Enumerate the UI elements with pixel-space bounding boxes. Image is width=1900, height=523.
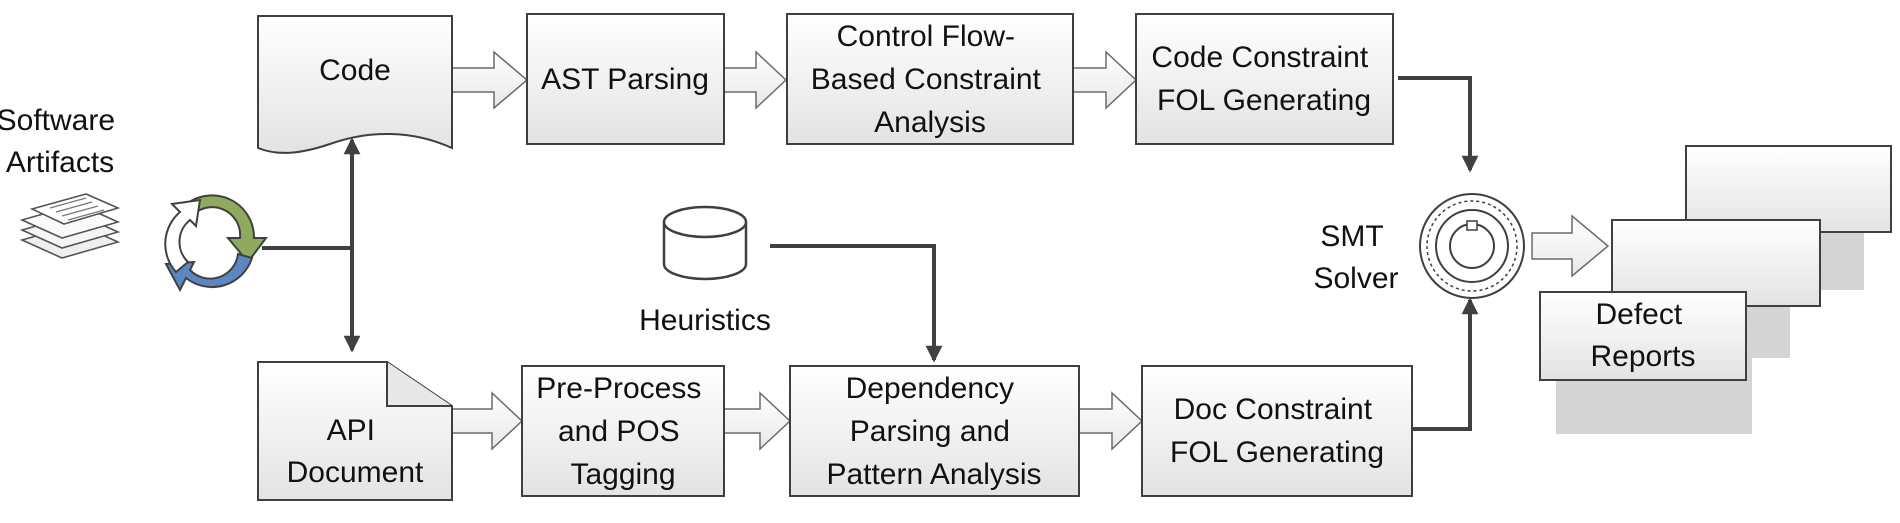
dependency-label: Dependency Parsing and Pattern Analysis	[826, 372, 1041, 491]
defect-reports-node: Defect Reports	[1539, 145, 1892, 434]
database-icon	[662, 205, 748, 281]
document-stack-icon	[19, 193, 121, 259]
block-arrow-code-to-ast	[451, 50, 529, 110]
doc-constraint-to-solver-arrow	[1412, 297, 1479, 431]
block-arrow-ast-to-control	[723, 50, 788, 110]
gear-disc-icon	[1419, 193, 1525, 299]
block-arrow-solver-to-reports	[1531, 214, 1610, 278]
dependency-node: Dependency Parsing and Pattern Analysis	[789, 365, 1080, 497]
control-flow-node: Control Flow- Based Constraint Analysis	[786, 13, 1074, 145]
software-artifacts-label: Software Artifacts	[0, 104, 123, 179]
smt-solver-label: SMT Solver	[1313, 220, 1398, 295]
block-arrow-dependency-to-docconstraint	[1078, 391, 1144, 451]
block-arrow-api-to-preprocess	[451, 391, 524, 451]
ast-parsing-node: AST Parsing	[526, 13, 725, 145]
heuristics-to-dependency-arrow	[770, 244, 943, 363]
control-flow-label: Control Flow- Based Constraint Analysis	[811, 20, 1049, 139]
block-arrows	[451, 50, 1610, 451]
code-constraint-to-solver-arrow	[1398, 76, 1479, 173]
code-constraint-label: Code Constraint FOL Generating	[1151, 41, 1376, 117]
api-document-node: API Document	[257, 361, 453, 501]
doc-constraint-label: Doc Constraint FOL Generating	[1170, 393, 1384, 469]
code-node: Code	[257, 15, 453, 154]
pre-process-node: Pre-Process and POS Tagging	[521, 365, 725, 497]
block-arrow-control-to-codeconstraint	[1072, 50, 1138, 110]
ast-parsing-label: AST Parsing	[541, 63, 709, 96]
code-label: Code	[319, 54, 391, 87]
block-arrow-preprocess-to-dependency	[723, 391, 792, 451]
pre-process-label: Pre-Process and POS Tagging	[536, 372, 709, 491]
defect-reports-label: Defect Reports	[1590, 298, 1695, 373]
doc-constraint-node: Doc Constraint FOL Generating	[1141, 365, 1413, 497]
heuristics-label: Heuristics	[639, 304, 771, 337]
recycle-arrows-icon	[164, 194, 268, 293]
connectors	[262, 76, 1479, 431]
code-constraint-node: Code Constraint FOL Generating	[1135, 13, 1394, 145]
api-document-label: API Document	[287, 414, 424, 489]
